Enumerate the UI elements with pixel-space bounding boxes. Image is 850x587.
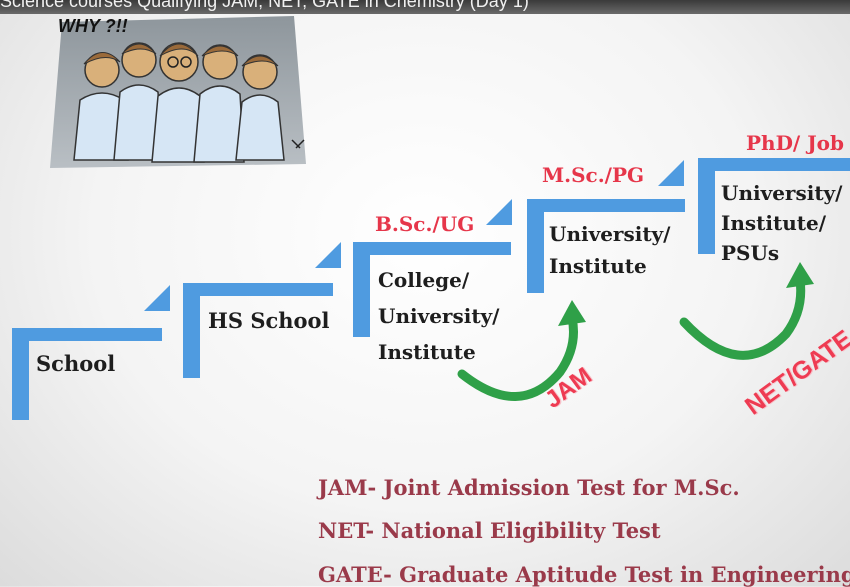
- level-label-bsc-ug: B.Sc./UG: [375, 212, 475, 236]
- stair-step-3-riser: [353, 242, 370, 337]
- students-confused-cartoon: WHY ?!!: [50, 16, 306, 168]
- stair-step-3: [353, 242, 511, 255]
- level-label-phd-job: PhD/ Job: [746, 131, 844, 155]
- stair-step-1: [12, 328, 162, 341]
- slide-title: Science courses Qualifying JAM, NET, GAT…: [0, 0, 529, 11]
- netgate-curved-arrow-icon: [679, 275, 806, 360]
- stair-step-2: [183, 283, 333, 296]
- stair-step-5: [698, 158, 850, 171]
- stair-step-5-riser: [698, 158, 715, 254]
- step-label-school: School: [36, 351, 116, 376]
- stair-step-3-arrowhead: [486, 199, 512, 225]
- legend-gate: GATE- Graduate Aptitude Test in Engineer…: [318, 562, 850, 587]
- legend-net: NET- National Eligibility Test: [318, 518, 661, 543]
- legend-jam: JAM- Joint Admission Test for M.Sc.: [318, 475, 740, 500]
- stair-step-4: [527, 199, 685, 212]
- level-label-msc-pg: M.Sc./PG: [542, 163, 645, 187]
- step-label-university-institute-psus: University/ Institute/ PSUs: [721, 181, 843, 265]
- cartoon-caption: WHY ?!!: [58, 16, 128, 36]
- jam-curved-arrow-icon: [457, 313, 578, 401]
- step-label-hs-school: HS School: [208, 308, 330, 333]
- title-bar: Science courses Qualifying JAM, NET, GAT…: [0, 0, 850, 14]
- stair-step-2-riser: [183, 283, 200, 378]
- stair-step-2-arrowhead: [315, 242, 341, 268]
- stair-step-1-riser: [12, 328, 29, 420]
- stair-step-1-arrowhead: [144, 285, 170, 311]
- stair-step-4-riser: [527, 199, 544, 293]
- step-label-college: College/ University/ Institute: [378, 268, 500, 364]
- step-label-university-institute: University/ Institute: [549, 222, 671, 278]
- stair-step-4-arrowhead: [658, 160, 684, 186]
